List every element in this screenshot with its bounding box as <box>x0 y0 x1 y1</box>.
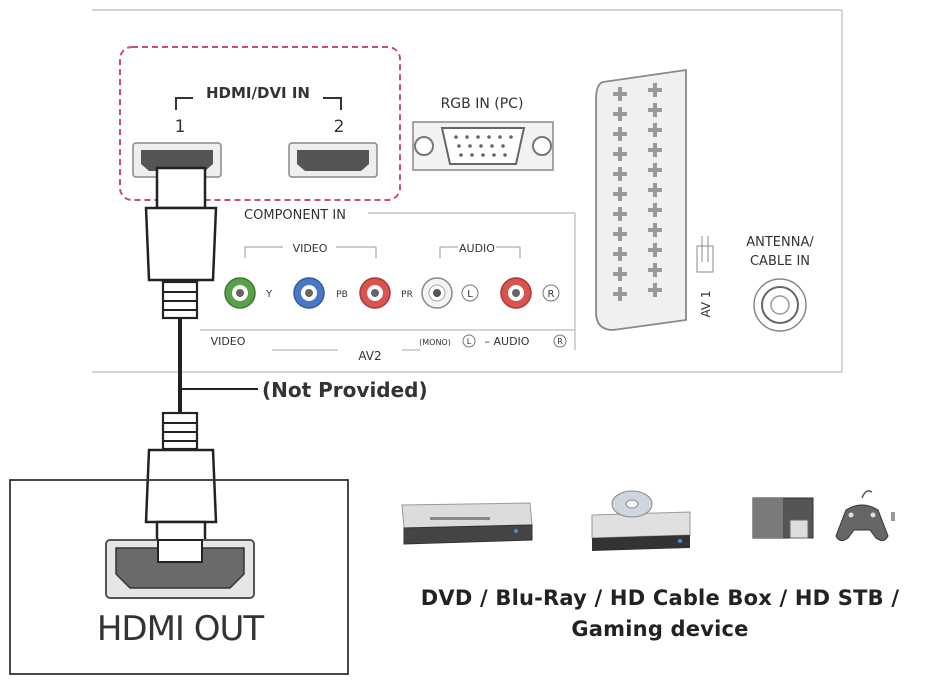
scart-pin <box>653 283 657 297</box>
cable-box-icon <box>752 497 814 539</box>
jack-pr-label: PR <box>401 290 413 300</box>
component-section <box>200 212 576 350</box>
scart-pin <box>618 87 622 101</box>
scart-pin <box>653 143 657 157</box>
scart-pin <box>618 227 622 241</box>
jack-l-marker: L <box>461 284 479 302</box>
component-in-label: COMPONENT IN <box>244 208 346 223</box>
hdmi-out-label: HDMI OUT <box>97 609 265 649</box>
hdmi-highlight-box <box>119 46 401 201</box>
audio-dash: – <box>485 335 494 348</box>
scart-pin <box>653 83 657 97</box>
scart-pin <box>618 107 622 121</box>
audio-group-bracket <box>439 246 521 258</box>
not-provided-note: (Not Provided) <box>262 378 428 402</box>
hdmi-out-port[interactable] <box>105 539 255 599</box>
hdmi-plug-bottom <box>144 411 218 562</box>
audio-bottom-text: AUDIO <box>494 335 530 348</box>
scart-pin <box>618 247 622 261</box>
rgb-in-label: RGB IN (PC) <box>441 96 524 112</box>
av2-label: AV2 <box>358 349 381 363</box>
jack-y-label: Y <box>265 289 273 300</box>
scart-pin <box>653 163 657 177</box>
jack-audio-right[interactable] <box>500 277 532 309</box>
hdmi-port-1-label: 1 <box>175 117 186 137</box>
antenna-port[interactable] <box>753 278 807 332</box>
scart-pin <box>653 263 657 277</box>
jack-pr[interactable] <box>359 277 391 309</box>
scart-pin <box>653 183 657 197</box>
dvd-player-icon <box>401 502 533 545</box>
caption-line-2: Gaming device <box>571 617 749 641</box>
scart-pin <box>618 287 622 301</box>
jack-y[interactable] <box>224 277 256 309</box>
hdmi-port-2-label: 2 <box>334 117 345 137</box>
jack-l-label: L <box>467 289 473 300</box>
scart-pin <box>653 243 657 257</box>
video-bottom-label: VIDEO <box>211 335 246 348</box>
hdmi-port-2[interactable] <box>288 142 378 178</box>
hdmi-bracket <box>175 97 342 110</box>
jack-r-marker: R <box>542 284 560 302</box>
scart-pin <box>618 267 622 281</box>
hdmi-plug-top <box>144 166 218 320</box>
scart-pin <box>618 187 622 201</box>
mono-r-marker: R <box>553 334 567 348</box>
scart-pin <box>618 207 622 221</box>
rgb-port[interactable] <box>412 121 554 171</box>
source-devices-caption: DVD / Blu-Ray / HD Cable Box / HD STB / … <box>380 583 940 645</box>
antenna-label-line1: ANTENNA/ <box>746 235 814 250</box>
mono-r-label: R <box>557 337 563 346</box>
gamepad-icon <box>835 490 895 542</box>
scart-pin <box>653 203 657 217</box>
scart-pin <box>653 103 657 117</box>
av1-symbol <box>696 236 714 273</box>
video-group-label: VIDEO <box>293 242 328 255</box>
bluray-player-icon <box>591 490 691 551</box>
mono-l-marker: L <box>462 334 476 348</box>
scart-pin <box>653 223 657 237</box>
hdmi-group-label: HDMI/DVI IN <box>206 84 310 102</box>
av1-label: AV 1 <box>699 290 713 317</box>
audio-bottom-label: – AUDIO <box>485 335 530 348</box>
jack-pb-label: PB <box>336 290 348 300</box>
jack-pb[interactable] <box>293 277 325 309</box>
scart-pin <box>618 147 622 161</box>
mono-l-label: L <box>467 337 472 346</box>
jack-r-label: R <box>548 289 555 300</box>
tv-back-panel <box>92 9 843 373</box>
caption-line-1: DVD / Blu-Ray / HD Cable Box / HD STB / <box>420 586 900 610</box>
source-device-box <box>9 479 349 675</box>
scart-port[interactable] <box>595 68 687 331</box>
jack-audio-left[interactable] <box>421 277 453 309</box>
mono-label: (MONO) <box>419 338 451 347</box>
video-group-bracket <box>244 246 377 258</box>
scart-pin <box>618 167 622 181</box>
audio-group-label: AUDIO <box>459 242 495 255</box>
scart-pin <box>618 127 622 141</box>
antenna-label-line2: CABLE IN <box>750 254 810 269</box>
scart-pin <box>653 123 657 137</box>
